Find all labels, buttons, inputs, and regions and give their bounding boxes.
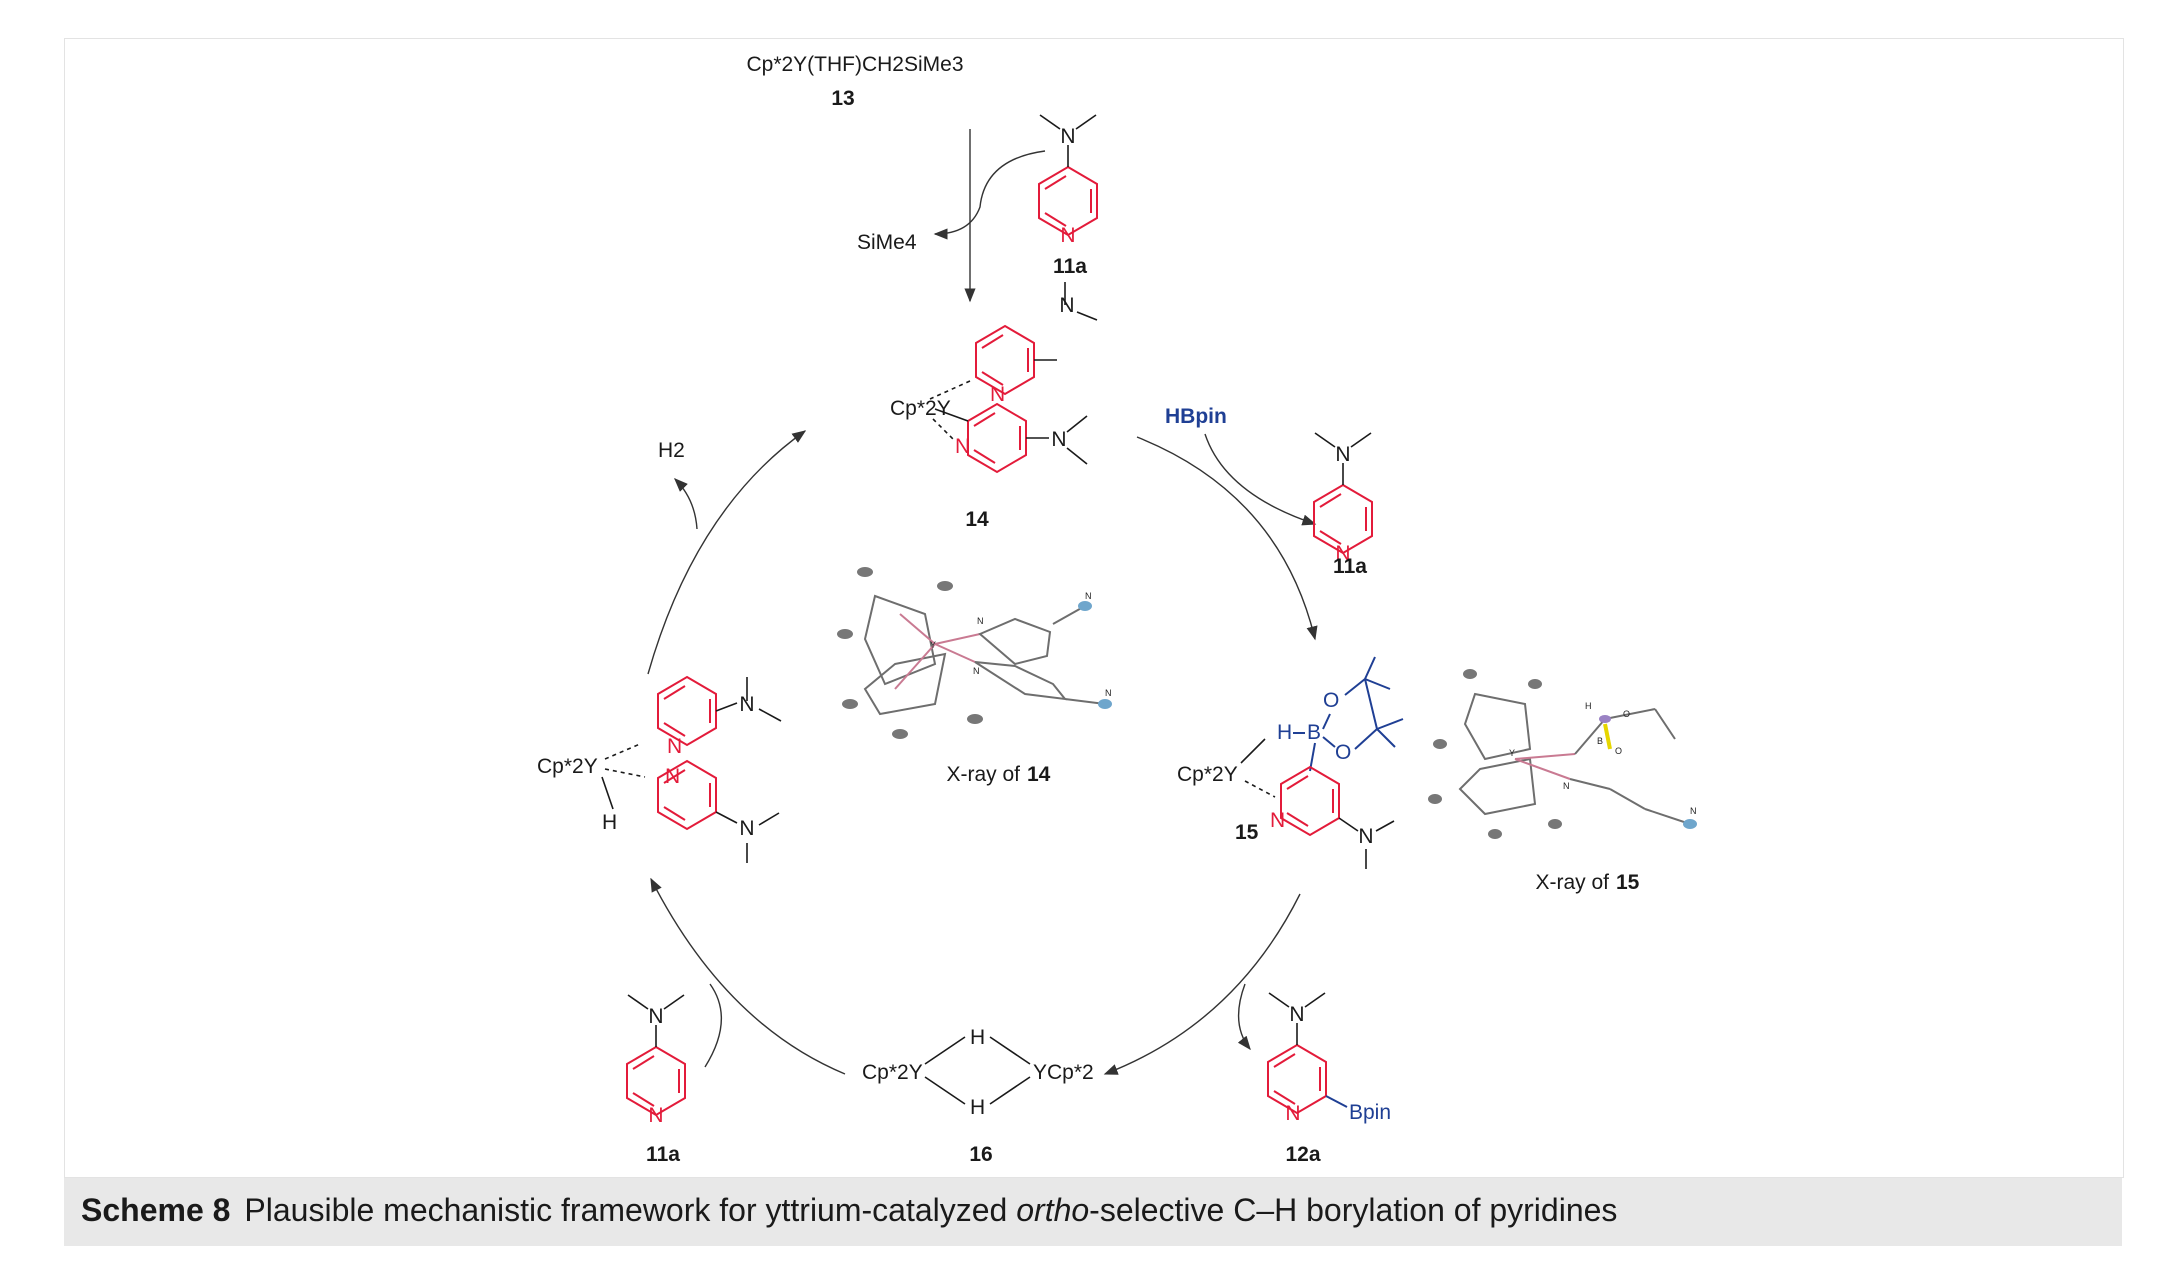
svg-text:N: N — [648, 1104, 663, 1127]
svg-text:H: H — [1585, 701, 1592, 711]
arrow-h2-release — [674, 478, 698, 530]
substrate-number-right: 11a — [1333, 555, 1367, 578]
svg-text:N: N — [739, 693, 754, 716]
substrate-11a-bottom: N N — [626, 994, 686, 1127]
svg-text:Cp*2Y: Cp*2Y — [537, 755, 598, 778]
svg-text:O: O — [1615, 746, 1622, 756]
complex-16-structure: Cp*2Y H H YCp*2 — [862, 1026, 1094, 1119]
arrow-16-to-hydride — [650, 877, 846, 1075]
xray-14-image: Y N N N N — [837, 567, 1112, 739]
complex14-metal: Cp*2Y — [890, 397, 951, 420]
arrow-15-to-16 — [1103, 893, 1301, 1075]
svg-text:H: H — [1277, 721, 1292, 744]
arrow-12a-release — [1237, 983, 1251, 1051]
svg-text:O: O — [1323, 689, 1339, 712]
svg-text:YCp*2: YCp*2 — [1033, 1061, 1094, 1084]
svg-text:H: H — [970, 1096, 985, 1119]
svg-text:N: N — [665, 765, 680, 788]
svg-text:N: N — [1059, 294, 1074, 317]
precursor-number: 13 — [831, 87, 854, 110]
sime4-label: SiMe4 — [857, 231, 917, 254]
svg-text:N: N — [1060, 125, 1075, 148]
caption-text-after: -selective C–H borylation of pyridines — [1089, 1192, 1618, 1228]
svg-text:Bpin: Bpin — [1349, 1101, 1391, 1124]
substrate-number-bottom: 11a — [646, 1143, 680, 1166]
caption-text-italic: ortho — [1016, 1192, 1090, 1228]
svg-text:N: N — [739, 817, 754, 840]
svg-text:O: O — [1623, 709, 1630, 719]
svg-text:O: O — [1335, 741, 1351, 764]
svg-text:N: N — [1563, 781, 1570, 791]
arrow-11a-uptake — [704, 983, 722, 1068]
xray14-prefix: X-ray of — [946, 763, 1020, 786]
svg-text:N: N — [1270, 809, 1285, 832]
substrate-11a-top: N N — [1038, 114, 1098, 247]
substrate-number-top: 11a — [1053, 255, 1087, 278]
complex-15-structure: Cp*2Y H B O O N N — [1177, 656, 1404, 869]
svg-text:N: N — [973, 666, 980, 676]
arrow-14-to-15 — [1136, 436, 1318, 641]
complex16-number: 16 — [969, 1143, 992, 1166]
svg-text:N: N — [1285, 1102, 1300, 1125]
svg-text:H: H — [970, 1026, 985, 1049]
xray-15-image: Y B O O H N N — [1428, 669, 1697, 839]
product-number: 12a — [1285, 1143, 1320, 1166]
svg-text:N: N — [955, 435, 970, 458]
scheme-figure: Cp*2Y(THF)CH2SiMe3 13 SiMe4 N N 11a Cp*2… — [64, 38, 2124, 1178]
svg-text:N: N — [1690, 806, 1697, 816]
xray15-prefix: X-ray of — [1535, 871, 1609, 894]
scheme-caption: Scheme 8 Plausible mechanistic framework … — [64, 1178, 2122, 1246]
svg-text:N: N — [1105, 688, 1112, 698]
svg-text:Y: Y — [930, 640, 936, 650]
svg-text:N: N — [667, 735, 682, 758]
substrate-11a-right: N N — [1313, 432, 1373, 565]
h2-label: H2 — [658, 439, 685, 462]
svg-text:N: N — [977, 616, 984, 626]
caption-label: Scheme 8 — [81, 1192, 231, 1228]
sime4-release-arrow — [933, 150, 1046, 240]
arrow-hydride-to-14 — [647, 430, 807, 675]
hydride-complex-left: Cp*2Y N N N N H — [537, 676, 782, 863]
xray14-number: 14 — [1027, 763, 1051, 786]
svg-text:N: N — [1085, 591, 1092, 601]
product-12a-structure: N N Bpin — [1267, 992, 1391, 1125]
svg-text:N: N — [1289, 1003, 1304, 1026]
svg-text:N: N — [1358, 825, 1373, 848]
precursor-formula: Cp*2Y(THF)CH2SiMe3 — [746, 53, 963, 76]
reagent-hbpin: HBpin — [1165, 405, 1227, 428]
svg-text:Cp*2Y: Cp*2Y — [862, 1061, 923, 1084]
scheme-drawing: Cp*2Y(THF)CH2SiMe3 13 SiMe4 N N 11a Cp*2… — [537, 53, 1697, 1166]
complex14-number: 14 — [965, 508, 989, 531]
svg-text:N: N — [1060, 224, 1075, 247]
svg-text:B: B — [1307, 721, 1321, 744]
svg-text:B: B — [1597, 736, 1603, 746]
svg-text:Cp*2Y: Cp*2Y — [1177, 763, 1238, 786]
complex-14-structure: Cp*2Y N N N N — [890, 282, 1098, 474]
xray15-number: 15 — [1616, 871, 1640, 894]
svg-text:N: N — [1335, 443, 1350, 466]
svg-text:N: N — [1335, 542, 1350, 565]
arrow-11a-release — [1204, 433, 1317, 526]
svg-text:H: H — [602, 811, 617, 834]
svg-text:Y: Y — [1509, 748, 1515, 758]
complex15-number: 15 — [1235, 821, 1259, 844]
caption-text-before: Plausible mechanistic framework for yttr… — [244, 1192, 1017, 1228]
svg-text:N: N — [1051, 428, 1066, 451]
svg-text:N: N — [990, 383, 1005, 406]
svg-text:N: N — [648, 1005, 663, 1028]
